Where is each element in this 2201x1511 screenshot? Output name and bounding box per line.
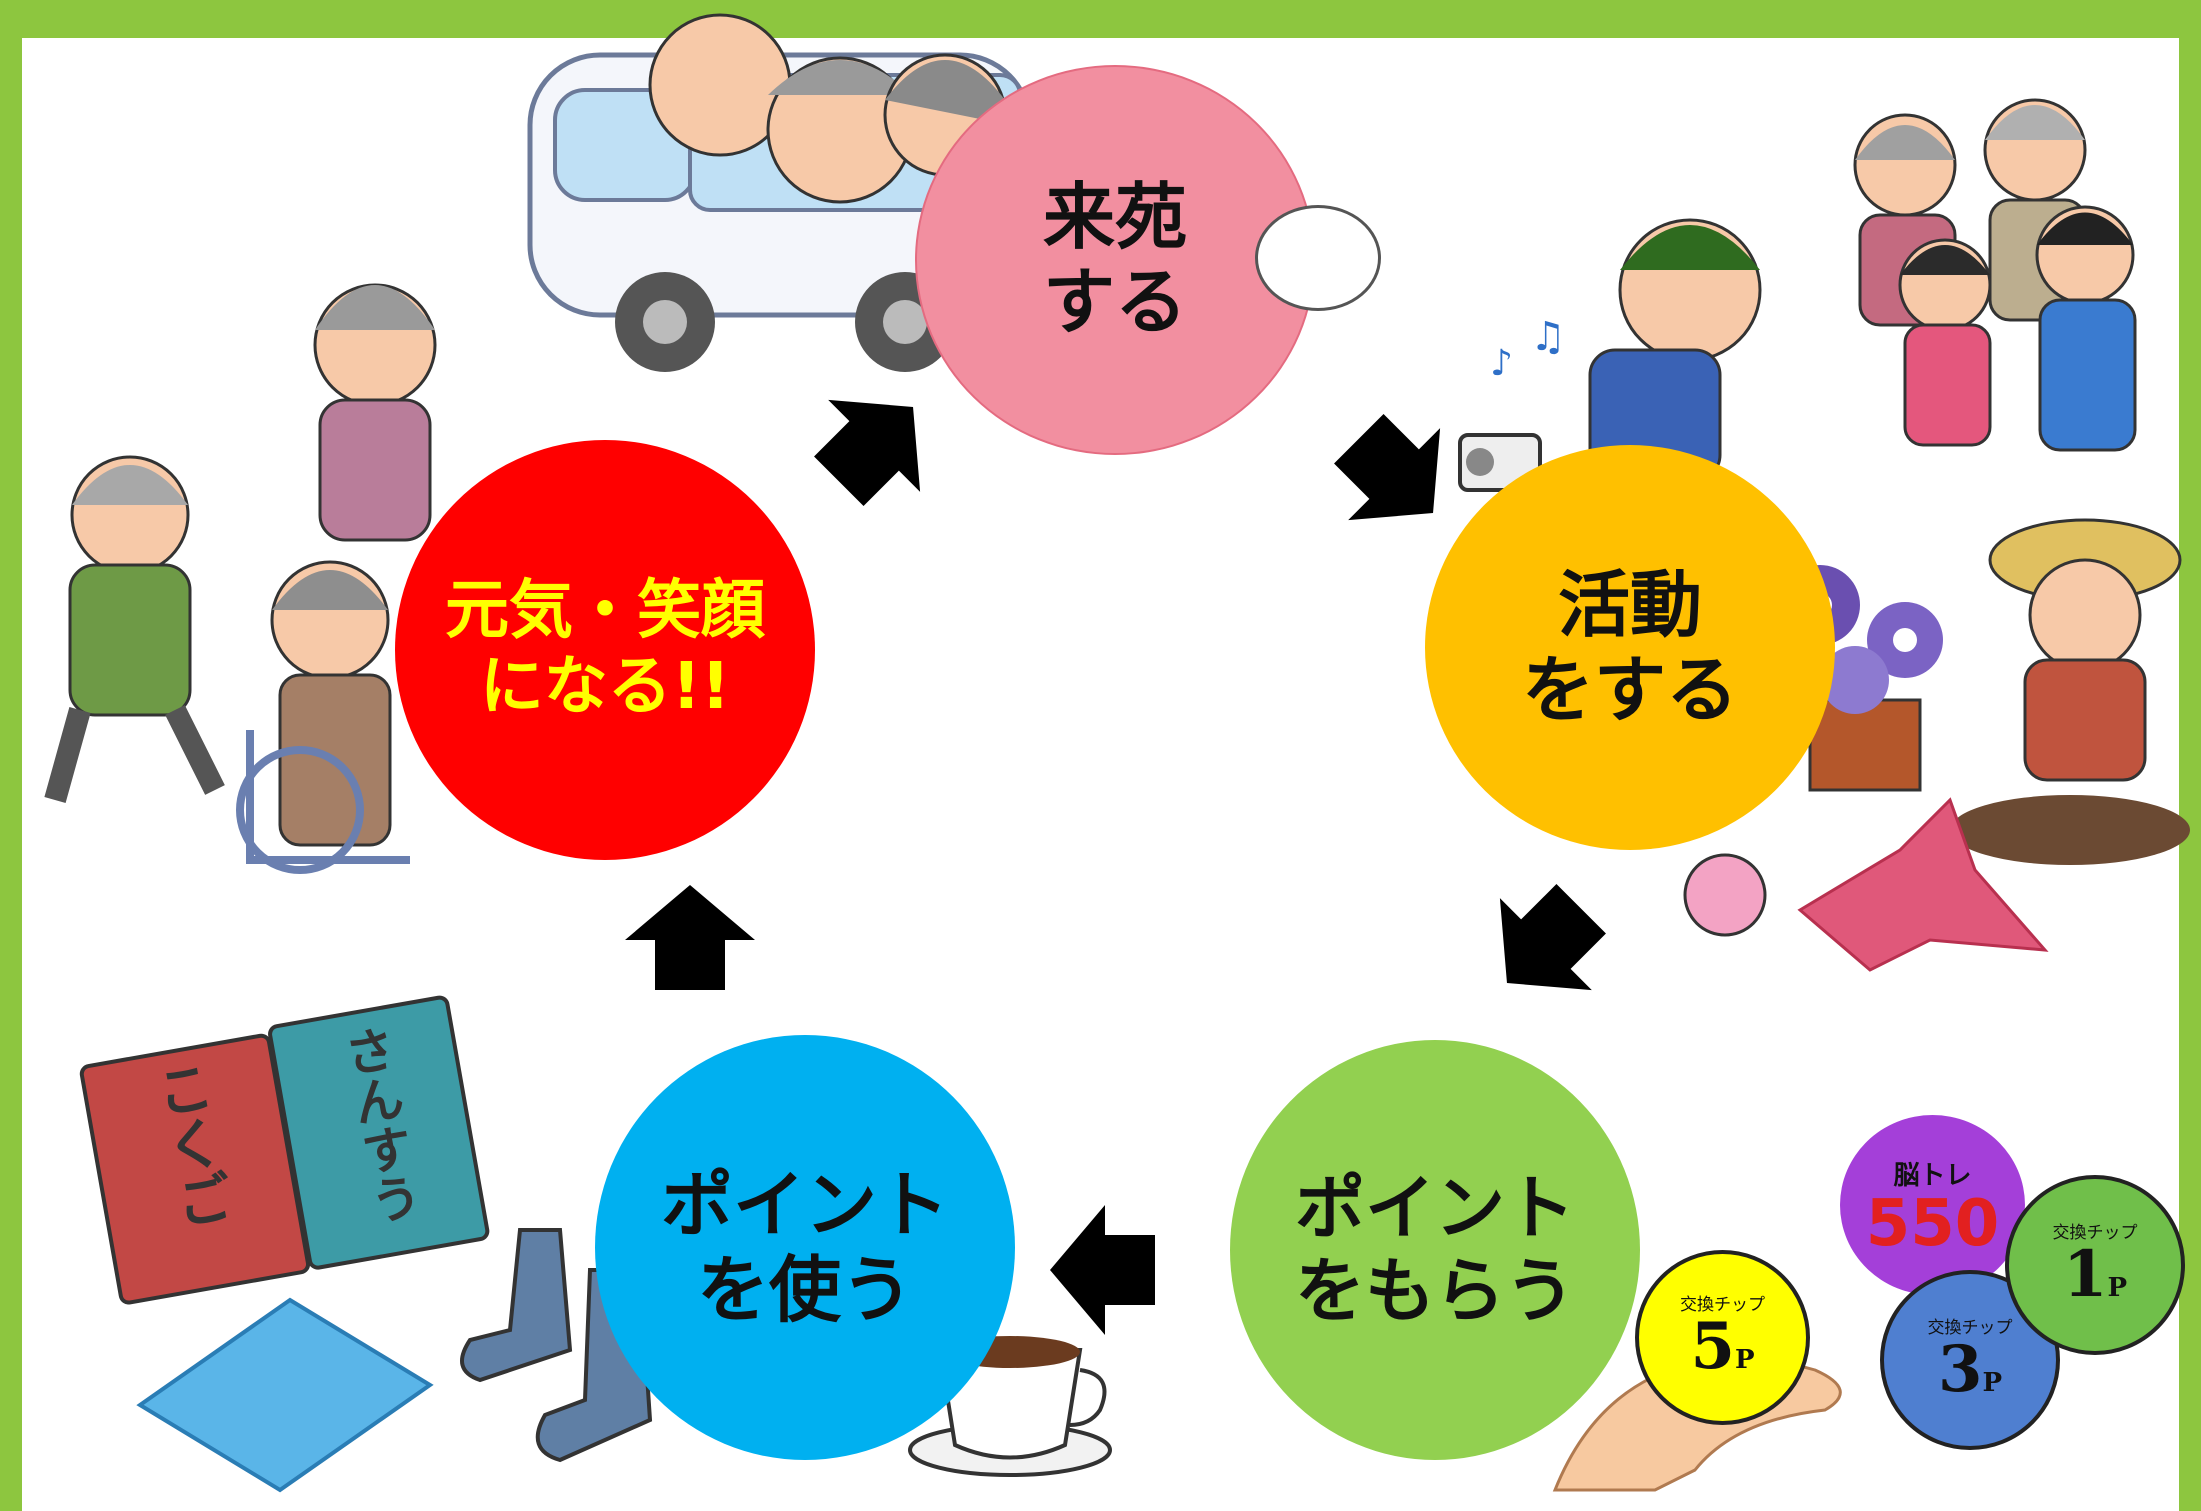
node-activity: 活動 をする bbox=[1425, 445, 1835, 850]
node-smile-line1: 元気・笑顔 bbox=[445, 574, 765, 649]
brain-badge-number: 550 bbox=[1865, 1186, 2000, 1261]
node-smile: 元気・笑顔 になる!! bbox=[395, 440, 815, 860]
brain-training-badge: 脳トレ 550 bbox=[1840, 1115, 2025, 1295]
node-visit-line1: 来苑 bbox=[1042, 175, 1187, 260]
node-receive-line2: をもらう bbox=[1295, 1250, 1575, 1332]
node-visit-line2: する bbox=[1042, 260, 1187, 344]
brain-badge-top: 脳トレ bbox=[1893, 1160, 1972, 1191]
node-activity-line2: をする bbox=[1521, 647, 1738, 732]
node-smile-line2: になる!! bbox=[479, 650, 731, 724]
node-visit: 来苑 する bbox=[915, 65, 1315, 455]
chip-5p-value: 5P bbox=[1690, 1309, 1755, 1384]
exchange-chip-5p: 交換チップ 5P bbox=[1635, 1250, 1810, 1425]
node-receive-line1: ポイント bbox=[1295, 1167, 1575, 1250]
chip-5p-label: 交換チップ bbox=[1680, 1295, 1765, 1315]
chip-3p-value: 3P bbox=[1937, 1331, 2003, 1407]
mascot-icon bbox=[1255, 205, 1381, 311]
node-use-points: ポイント を使う bbox=[595, 1035, 1015, 1460]
node-receive-points: ポイント をもらう bbox=[1230, 1040, 1640, 1460]
node-use-line1: ポイント bbox=[660, 1162, 949, 1247]
node-activity-line1: 活動 bbox=[1557, 562, 1702, 647]
chip-3p-label: 交換チップ bbox=[1927, 1317, 2013, 1338]
exchange-chip-3p: 交換チップ 3P bbox=[1880, 1270, 2060, 1450]
exchange-chip-1p: 交換チップ 1P bbox=[2005, 1175, 2185, 1355]
node-use-line2: を使う bbox=[696, 1247, 913, 1332]
chip-1p-label: 交換チップ bbox=[2052, 1222, 2138, 1243]
chip-1p-value: 1P bbox=[2062, 1236, 2128, 1312]
